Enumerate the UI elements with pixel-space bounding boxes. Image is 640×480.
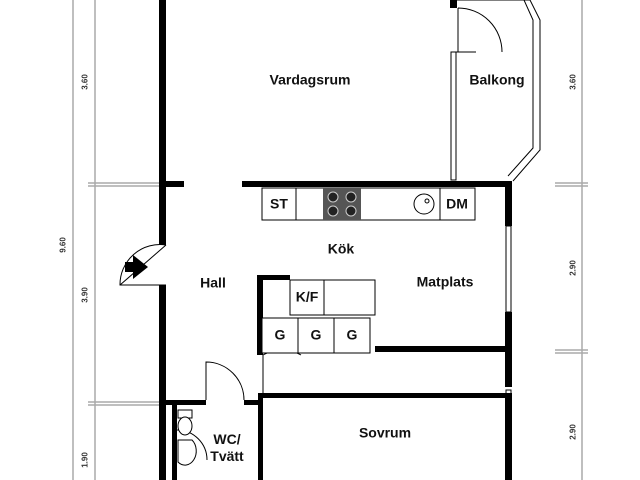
room-label-hall: Hall: [200, 274, 226, 291]
fixture-g2: G: [310, 326, 322, 343]
fixture-dm: DM: [446, 195, 468, 212]
wc-line-1: WC/: [213, 431, 241, 447]
fixture-kf: K/F: [295, 288, 319, 305]
room-label-sovrum: Sovrum: [358, 424, 412, 441]
dimension-left-1: 3.60: [80, 74, 90, 90]
dimension-lines: [72, 0, 588, 480]
washbasin-icon: [177, 439, 197, 466]
walls: [159, 0, 512, 480]
room-label-vardagsrum: Vardagsrum: [269, 71, 351, 88]
wc-line-2: Tvätt: [210, 448, 244, 464]
room-label-kok: Kök: [327, 240, 355, 257]
fixture-g3: G: [346, 326, 358, 343]
dimension-right-1: 3.60: [568, 74, 578, 90]
room-label-balkong: Balkong: [469, 71, 525, 88]
stove-icon: [323, 188, 361, 220]
dimension-right-3: 2.90: [568, 424, 578, 440]
dimension-left-2: 3.90: [80, 287, 90, 303]
fixture-g1: G: [274, 326, 286, 343]
room-label-matplats: Matplats: [416, 273, 474, 290]
dimension-left-total: 9.60: [58, 237, 68, 253]
entrance-arrow-icon: [125, 255, 148, 279]
room-label-wc: WC/Tvätt: [210, 431, 243, 465]
doors: [119, 7, 503, 461]
counters: [261, 187, 476, 354]
dimension-left-3: 1.90: [80, 452, 90, 468]
dimension-right-2: 2.90: [568, 260, 578, 276]
windows: [450, 0, 541, 480]
toilet-icon: [177, 409, 193, 436]
sink-icon: [413, 193, 435, 215]
fixture-st: ST: [270, 195, 288, 212]
